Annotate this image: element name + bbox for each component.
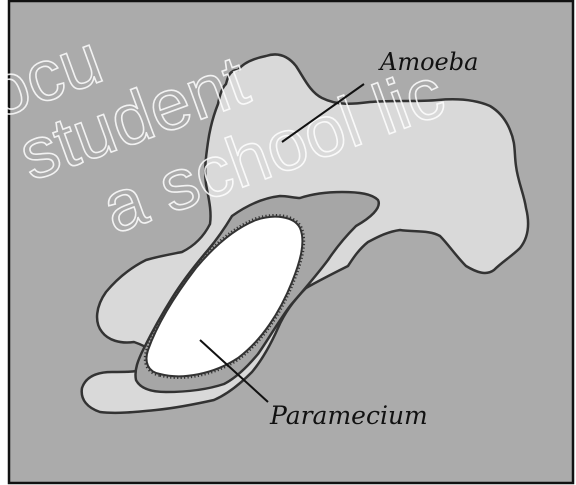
amoeba-label: Amoeba — [378, 48, 478, 76]
paramecium-label: Paramecium — [269, 401, 428, 430]
